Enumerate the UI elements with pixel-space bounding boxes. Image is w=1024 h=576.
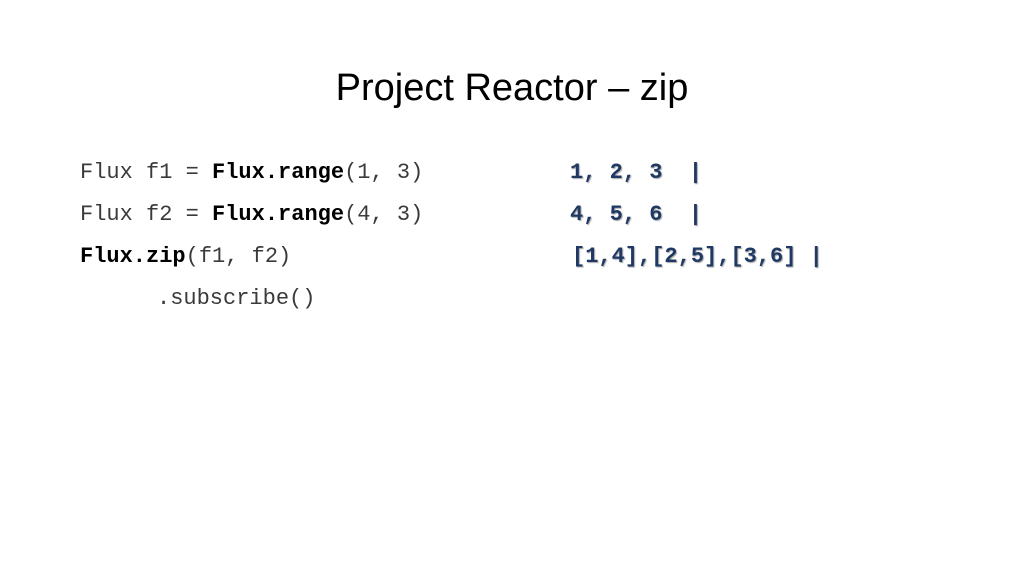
- code-keyword: Flux.range: [212, 160, 345, 185]
- stream-output-f1: 1, 2, 3 |: [570, 160, 703, 185]
- code-line-subscribe: .subscribe(): [157, 284, 315, 314]
- code-text: (4, 3): [344, 202, 424, 227]
- code-line-zip: Flux.zip(f1, f2): [80, 242, 291, 272]
- code-keyword: Flux.range: [212, 202, 345, 227]
- slide-title: Project Reactor – zip: [335, 67, 689, 109]
- code-text: Flux f1 =: [80, 160, 213, 185]
- code-text: (1, 3): [344, 160, 424, 185]
- code-text: .subscribe(): [157, 286, 316, 311]
- code-keyword: Flux.zip: [80, 244, 186, 269]
- code-text: Flux f2 =: [80, 202, 213, 227]
- code-line-f1: Flux f1 = Flux.range(1, 3): [80, 158, 423, 188]
- code-line-f2: Flux f2 = Flux.range(4, 3): [80, 200, 423, 230]
- stream-output-f2: 4, 5, 6 |: [570, 202, 703, 227]
- code-text: (f1, f2): [185, 244, 292, 269]
- stream-output-zip: [1,4],[2,5],[3,6] |: [572, 244, 823, 269]
